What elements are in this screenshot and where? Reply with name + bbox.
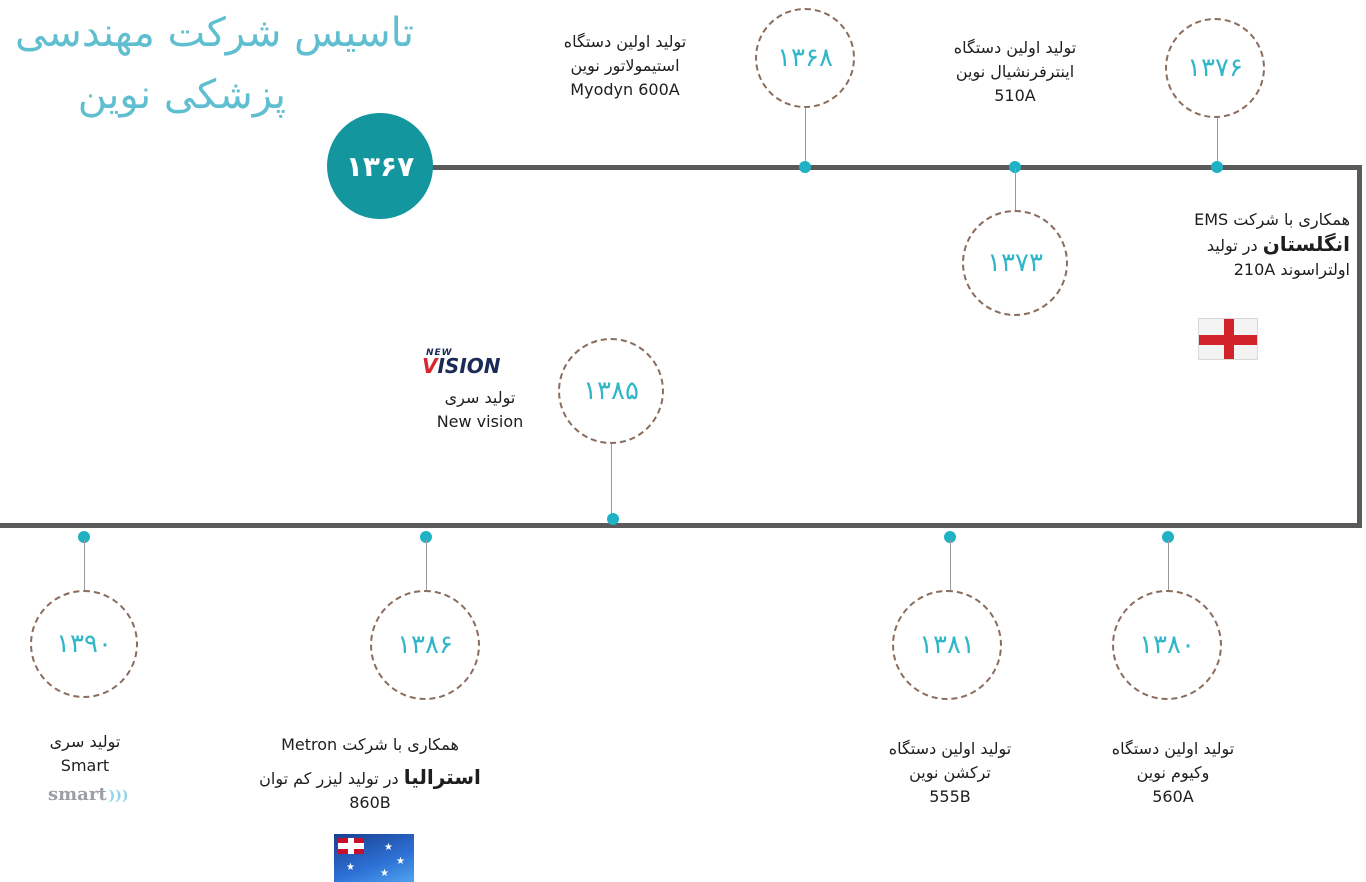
- year-circle-1373: ۱۳۷۳: [962, 210, 1068, 316]
- stem-1390: [84, 540, 85, 592]
- timeline-dot-1386: [420, 531, 432, 543]
- timeline-dot-1380: [1162, 531, 1174, 543]
- page-title-line2: پزشکی نوین: [77, 72, 286, 118]
- year-circle-1376: ۱۳۷۶: [1165, 18, 1265, 118]
- page-title-line1: تاسیس شرکت مهندسی: [14, 10, 414, 56]
- start-year-label: ۱۳۶۷: [345, 149, 415, 183]
- new-vision-logo: NEW VISION: [422, 348, 501, 378]
- event-desc-1386: همکاری با شرکت Metron استرالیا در تولید …: [259, 735, 481, 812]
- timeline-dot-1376: [1211, 161, 1223, 173]
- timeline-right-line: [1357, 165, 1362, 528]
- event-desc-1380: تولید اولین دستگاه وکیوم نوین 560A: [1111, 739, 1235, 806]
- timeline-dot-1381: [944, 531, 956, 543]
- timeline-dot-1368: [799, 161, 811, 173]
- stem-1376: [1217, 118, 1218, 166]
- event-desc-1368: تولید اولین دستگاه استیمولاتور نوین Myod…: [563, 32, 687, 99]
- year-circle-1381: ۱۳۸۱: [892, 590, 1002, 700]
- stem-1381: [950, 540, 951, 592]
- stem-1368: [805, 108, 806, 166]
- stem-1373: [1015, 168, 1016, 214]
- stem-1385: [611, 444, 612, 520]
- timeline-bottom-line: [0, 523, 1362, 528]
- timeline-dot-1385: [607, 513, 619, 525]
- year-circle-1380: ۱۳۸۰: [1112, 590, 1222, 700]
- year-circle-1386: ۱۳۸۶: [370, 590, 480, 700]
- event-desc-1390: تولید سری Smart: [49, 732, 121, 775]
- year-circle-1368: ۱۳۶۸: [755, 8, 855, 108]
- timeline-top-line: [430, 165, 1362, 170]
- stem-1386: [426, 540, 427, 592]
- start-year-circle: ۱۳۶۷: [327, 113, 433, 219]
- year-circle-1390: ۱۳۹۰: [30, 590, 138, 698]
- event-desc-1381: تولید اولین دستگاه ترکشن نوین 555B: [888, 739, 1012, 806]
- event-desc-1376: تولید اولین دستگاه اینترفرنشیال نوین 510…: [953, 38, 1077, 105]
- england-flag-icon: [1198, 318, 1258, 360]
- event-desc-ems: همکاری با شرکت EMS انگلستان در تولید اول…: [1194, 210, 1350, 279]
- timeline-dot-1390: [78, 531, 90, 543]
- smart-logo: smart))): [48, 784, 129, 805]
- timeline-dot-1373: [1009, 161, 1021, 173]
- australia-flag-icon: ★ ★ ★ ★: [334, 834, 414, 882]
- year-circle-1385: ۱۳۸۵: [558, 338, 664, 444]
- event-desc-1385: تولید سری New vision: [436, 388, 524, 431]
- stem-1380: [1168, 540, 1169, 592]
